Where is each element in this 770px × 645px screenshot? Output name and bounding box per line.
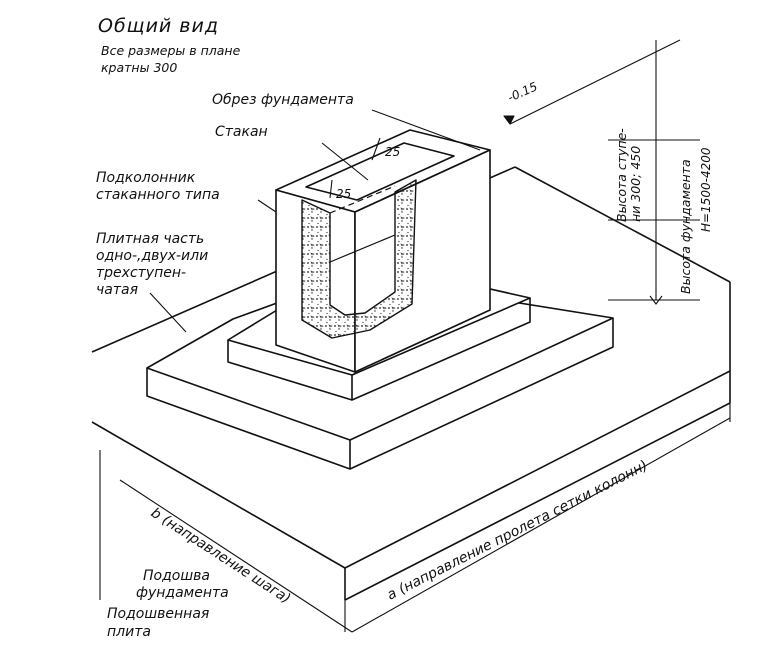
foundation-height-label: Высота фундамента: [678, 159, 693, 294]
drawing-title: Общий вид: [98, 15, 219, 37]
column-pedestal: [275, 129, 491, 373]
note-line-1: Все размеры в плане: [101, 43, 241, 58]
label-plita-1: Плитная часть: [96, 231, 204, 247]
label-obrez: Обрез фундамента: [212, 92, 354, 108]
note-line-2: кратны 300: [101, 60, 177, 75]
label-stakan: Стакан: [215, 124, 268, 140]
wall-thickness-1: 25: [336, 187, 351, 201]
label-plita-3: трехступен-: [96, 265, 186, 281]
base-plate-back-right-edge: [514, 166, 731, 283]
label-plita-4: чатая: [96, 282, 138, 298]
base-plate-front-right-edge: [344, 370, 731, 569]
label-podoshva-2: фундамента: [136, 585, 229, 601]
level-line: [509, 39, 681, 125]
base-plate-bottom-right-edge: [344, 402, 731, 601]
label-podoshvennaya-2: плита: [107, 624, 151, 640]
label-podkolonnik-2: стаканного типа: [96, 187, 220, 203]
leader-wall2: [371, 137, 381, 161]
socket-section-hatch: [301, 179, 417, 339]
label-plita-2: одно-,двух-или: [96, 248, 208, 264]
level-mark: [503, 115, 515, 125]
wall-thickness-2: 25: [385, 145, 400, 159]
step-height-1: Высота ступе-: [614, 128, 629, 222]
leader-plita: [149, 292, 187, 333]
a-dim-line: [351, 417, 731, 633]
leader-podkolonnik: [257, 199, 277, 213]
base-plate-front-left-edge: [91, 421, 346, 569]
b-dim-line: [119, 479, 353, 633]
label-podkolonnik-1: Подколонник: [96, 170, 196, 186]
leader-obrez: [371, 109, 481, 151]
leader-wall1: [329, 179, 333, 199]
h-range: H=1500-4200: [699, 147, 713, 232]
label-podoshvennaya-1: Подошвенная: [107, 606, 209, 622]
leader-stakan: [321, 142, 369, 181]
step-height-2: ни 300; 450: [628, 146, 643, 222]
leader-lines: [99, 39, 731, 633]
label-podoshva-1: Подошва: [143, 568, 210, 584]
socket-opening: [305, 142, 455, 201]
level-value: -0.15: [506, 79, 540, 104]
